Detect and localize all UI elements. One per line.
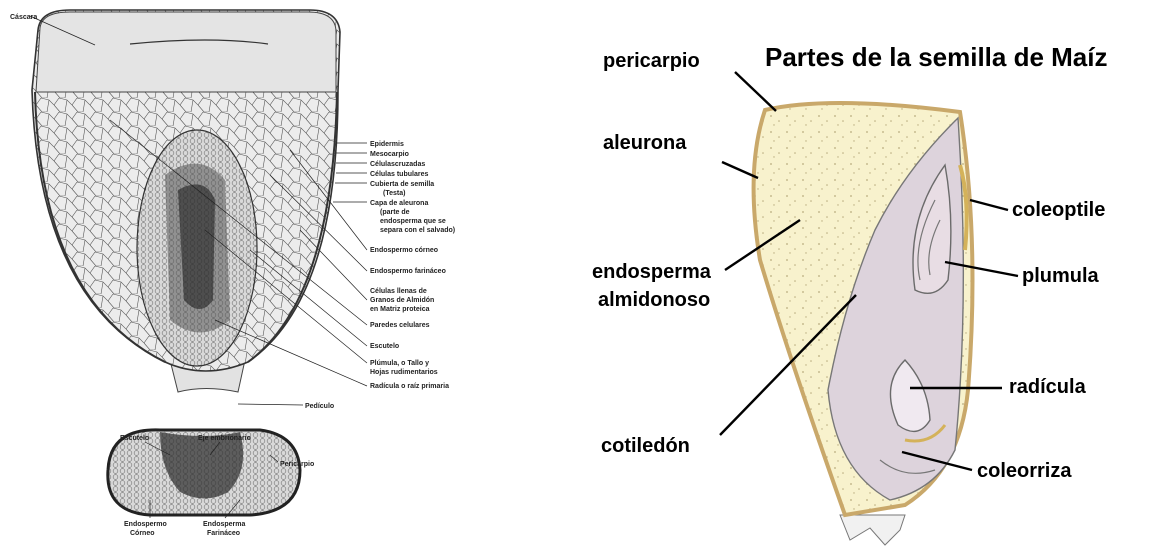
label-cs-endospermo: Endospermo (124, 521, 167, 528)
label-epidermis: Epidermis (370, 141, 404, 148)
label-aleurona: aleurona (603, 132, 687, 154)
label-cs-corneo: Córneo (130, 530, 155, 537)
label-coleoptile: coleoptile (1012, 199, 1105, 221)
label-radicula: radícula (1009, 376, 1087, 398)
label-cs-pericarpio: Pericarpio (280, 461, 314, 468)
label-testa: (Testa) (383, 190, 405, 197)
label-endosperma: endosperma (592, 261, 712, 283)
label-hojas: Hojas rudimentarios (370, 369, 438, 376)
label-escutelo: Escutelo (370, 343, 399, 350)
label-endosperma-que: endosperma que se (380, 218, 446, 225)
label-endospermo-farinaceo: Endospermo farináceo (370, 268, 446, 275)
label-pericarpio: pericarpio (603, 50, 700, 72)
label-plumula: Plúmula, o Tallo y (370, 360, 429, 367)
left-right-label-list: Epidermis Mesocarpio Célulascruzadas Cél… (370, 141, 455, 390)
right-seed-illustration (754, 103, 973, 545)
label-celulas-llenas: Células llenas de (370, 288, 427, 295)
label-separa: separa con el salvado) (380, 227, 455, 234)
label-granos: Granos de Almidón (370, 297, 434, 304)
left-kernel-cross-section (108, 430, 300, 515)
label-pediculo: Pedículo (305, 403, 334, 410)
label-paredes: Paredes celulares (370, 322, 430, 329)
label-cs-eje-embrionario: Eje embrionario (198, 435, 251, 442)
kernel-cap (36, 12, 336, 92)
label-celulas-cruzadas: Célulascruzadas (370, 161, 425, 168)
label-radicula: Radícula o raíz primaria (370, 383, 449, 390)
left-kernel-longitudinal (32, 10, 340, 392)
label-cs-escutelo: Escutelo (120, 435, 149, 442)
label-coleorriza: coleorriza (977, 460, 1072, 482)
label-matriz: en Matriz proteica (370, 306, 430, 313)
label-almidonoso: almidonoso (598, 289, 710, 311)
label-cotiledon: cotiledón (601, 435, 690, 457)
label-plumula: plumula (1022, 265, 1100, 287)
label-parte-de: (parte de (380, 209, 410, 216)
label-cs-farinaceo: Farináceo (207, 530, 240, 537)
label-mesocarpio: Mesocarpio (370, 151, 409, 158)
label-cs-endosperma: Endosperma (203, 521, 246, 528)
label-capa-aleurona: Capa de aleurona (370, 200, 428, 207)
label-celulas-tubulares: Células tubulares (370, 171, 428, 178)
label-endospermo-corneo: Endospermo córneo (370, 247, 438, 254)
label-cubierta: Cubierta de semilla (370, 181, 434, 188)
right-title: Partes de la semilla de Maíz (765, 42, 1108, 72)
